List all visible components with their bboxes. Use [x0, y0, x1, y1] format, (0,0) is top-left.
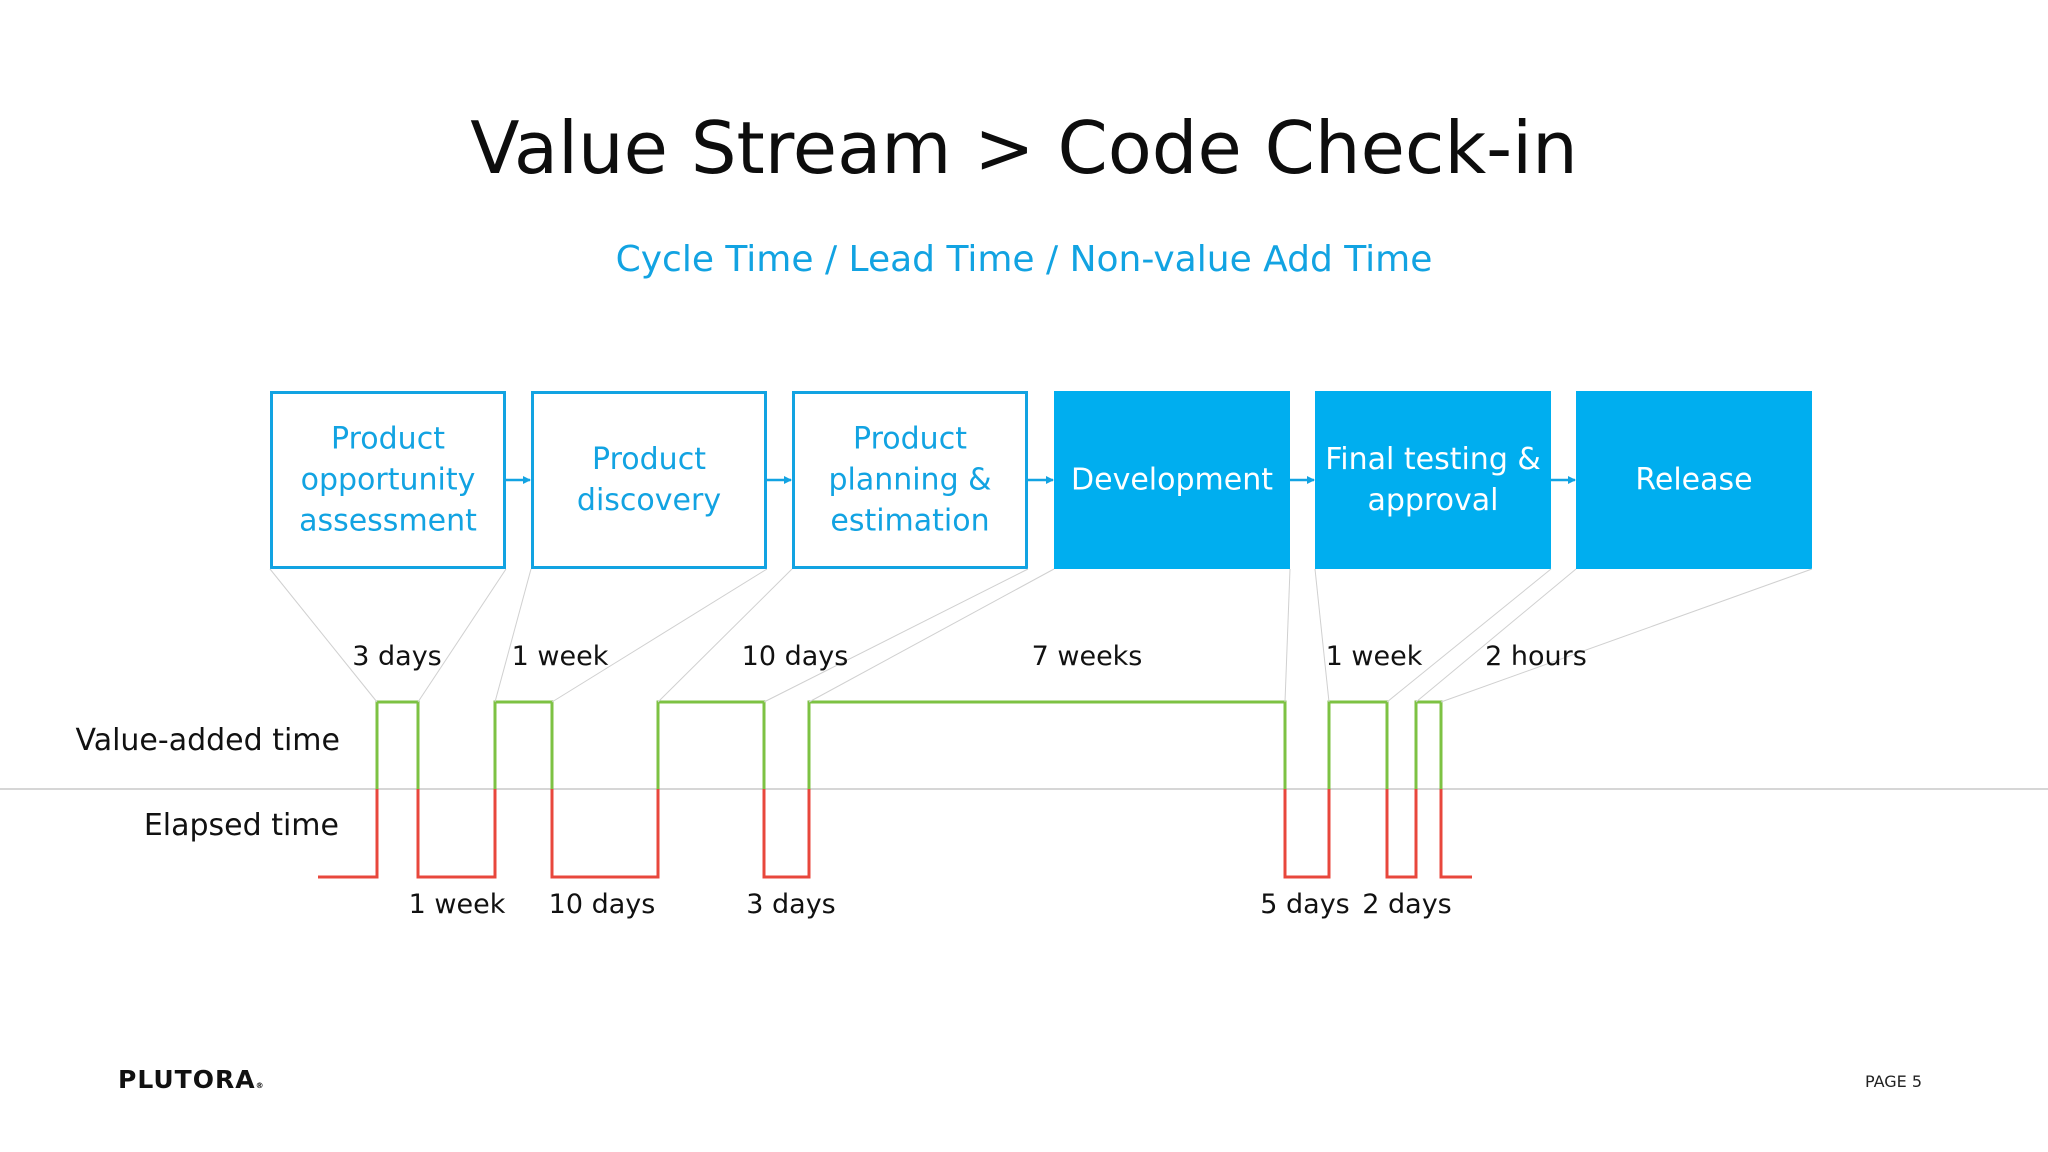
box-connector-left: [269, 568, 378, 703]
stage-box-3: Product planning & estimation: [792, 391, 1028, 569]
stage-box-outline: [270, 391, 506, 569]
box-connector-left: [1415, 568, 1577, 703]
slide-title: Value Stream > Code Check-in: [470, 106, 1578, 190]
value-added-duration-label: 3 days: [352, 641, 442, 672]
value-added-segment-4: [807, 700, 1287, 789]
box-connector-left: [808, 568, 1055, 703]
value-added-segment-1: [375, 700, 420, 789]
stage-label: planning &: [828, 463, 991, 498]
stage-label: Release: [1635, 463, 1752, 498]
plutora-logo: PLUTORA®: [118, 1065, 264, 1094]
stage-box-4: Development: [1054, 391, 1290, 569]
registered-mark: ®: [255, 1081, 264, 1090]
stage-box-1: Product opportunity assessment: [270, 391, 506, 569]
stage-box-6: Release: [1576, 391, 1812, 569]
slide-subtitle: Cycle Time / Lead Time / Non-value Add T…: [615, 239, 1433, 280]
elapsed-time-trace: [318, 789, 1472, 879]
stage-label: discovery: [577, 483, 721, 518]
elapsed-row-label: Elapsed time: [144, 808, 339, 843]
stage-label: estimation: [830, 504, 989, 539]
stage-box-2: Product discovery: [531, 391, 767, 569]
stage-box-outline: [792, 391, 1028, 569]
box-connector-left: [1314, 568, 1330, 703]
box-connector-right: [1284, 568, 1291, 703]
stage-label: assessment: [299, 504, 477, 539]
box-connector-right: [417, 568, 507, 703]
stage-label: Product: [331, 422, 445, 457]
page-number: PAGE 5: [1864, 1072, 1922, 1091]
stage-label: Product: [853, 422, 967, 457]
value-added-segment-2: [493, 700, 554, 789]
stage-label: approval: [1368, 483, 1499, 518]
wait-duration-label: 5 days: [1260, 889, 1350, 920]
wait-duration-label: 2 days: [1362, 889, 1452, 920]
logo-text: PLUTORA: [118, 1065, 256, 1094]
stage-label: Development: [1071, 463, 1273, 498]
stage-box-outline: [531, 391, 767, 569]
box-connector-right: [763, 568, 1029, 703]
stage-box-fill: [1054, 391, 1290, 569]
stage-box-5: Final testing & approval: [1315, 391, 1551, 569]
value-added-duration-label: 1 week: [512, 641, 609, 672]
value-added-row-label: Value-added time: [76, 723, 341, 758]
box-connector-right: [1386, 568, 1552, 703]
value-added-segment-6: [1414, 700, 1443, 789]
box-connector-right: [1440, 568, 1813, 703]
value-added-segment-3: [656, 700, 766, 789]
box-connector-left: [494, 568, 532, 703]
value-added-duration-label: 2 hours: [1485, 641, 1587, 672]
stage-label: opportunity: [301, 463, 476, 498]
stage-label: Product: [592, 442, 706, 477]
stage-label: Final testing &: [1325, 442, 1541, 477]
box-connector-right: [551, 568, 768, 703]
box-connector-left: [657, 568, 793, 703]
stage-box-fill: [1315, 391, 1551, 569]
value-added-duration-label: 10 days: [742, 641, 849, 672]
wait-duration-label: 3 days: [746, 889, 836, 920]
value-added-duration-label: 1 week: [1326, 641, 1423, 672]
wait-duration-label: 1 week: [409, 889, 506, 920]
stage-box-fill: [1576, 391, 1812, 569]
value-added-segment-5: [1327, 700, 1389, 789]
value-added-duration-label: 7 weeks: [1032, 641, 1143, 672]
wait-duration-label: 10 days: [549, 889, 656, 920]
